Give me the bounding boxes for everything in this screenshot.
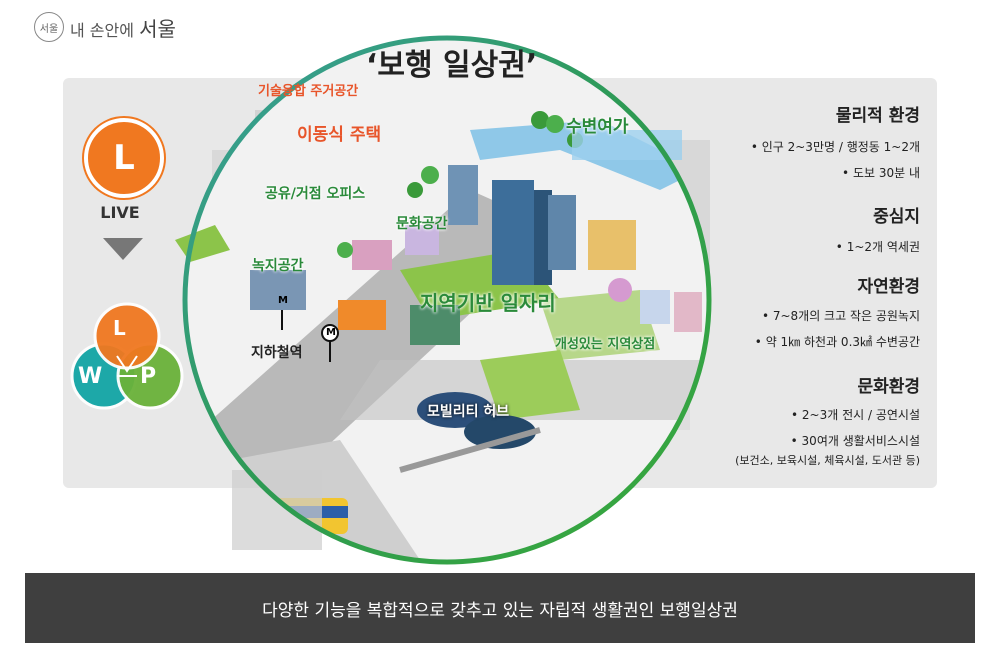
info-heading-nature: 자연환경 (857, 277, 920, 297)
label-tech-housing: 기술융합 주거공간 (258, 84, 359, 99)
venn-w-letter: W (78, 364, 103, 389)
info-heading-physical: 물리적 환경 (835, 106, 920, 126)
info-item: • 7~8개의 크고 작은 공원녹지 (761, 309, 920, 323)
info-item: • 30여개 생활서비스시설 (790, 434, 920, 448)
seoul-logo: 서울 내 손안에 서울 (34, 12, 176, 42)
info-heading-center: 중심지 (873, 207, 920, 227)
info-item: • 1~2개 역세권 (835, 240, 920, 254)
label-waterfront: 수변여가 (566, 117, 629, 137)
label-subway: 지하철역 (251, 345, 303, 361)
info-item: • 도보 30분 내 (842, 166, 920, 180)
arrow-down-icon (103, 238, 143, 260)
label-shared-office: 공유/거점 오피스 (265, 186, 366, 202)
metro-sign-icon: M (326, 327, 336, 338)
live-work-play-venn (70, 302, 184, 410)
label-culture-space: 문화공간 (396, 216, 448, 232)
metro-sign-icon: M (278, 295, 288, 306)
label-green-space: 녹지공간 (252, 258, 304, 274)
info-heading-culture: 문화환경 (857, 377, 920, 397)
info-item: • 2~3개 전시 / 공연시설 (791, 408, 920, 422)
info-item: • 약 1㎞ 하천과 0.3㎢ 수변공간 (754, 335, 920, 349)
info-item-note: (보건소, 보육시설, 체육시설, 도서관 등) (735, 454, 920, 467)
label-local-jobs: 지역기반 일자리 (420, 291, 556, 315)
live-letter: L (113, 138, 135, 178)
seoul-seal-icon: 서울 (34, 12, 64, 42)
logo-brand: 서울 (139, 16, 176, 41)
venn-p-letter: P (140, 364, 157, 389)
venn-l-letter: L (113, 316, 126, 340)
logo-prefix: 내 손안에 (70, 20, 134, 40)
live-label: LIVE (100, 203, 140, 222)
label-mobile-housing: 이동식 주택 (297, 125, 382, 145)
caption-bar: 다양한 기능을 복합적으로 갖추고 있는 자립적 생활권인 보행일상권 (25, 573, 975, 643)
logo-text: 내 손안에 서울 (70, 13, 176, 42)
caption-text: 다양한 기능을 복합적으로 갖추고 있는 자립적 생활권인 보행일상권 (262, 600, 738, 621)
label-local-shops: 개성있는 지역상점 (555, 337, 656, 352)
label-mobility-hub: 모빌리티 허브 (427, 404, 510, 420)
info-item: • 인구 2~3만명 / 행정동 1~2개 (750, 140, 920, 154)
live-small-circle (93, 302, 161, 370)
live-circle: L (84, 118, 164, 198)
diagram-title: ‘보행 일상권’ (366, 48, 538, 83)
